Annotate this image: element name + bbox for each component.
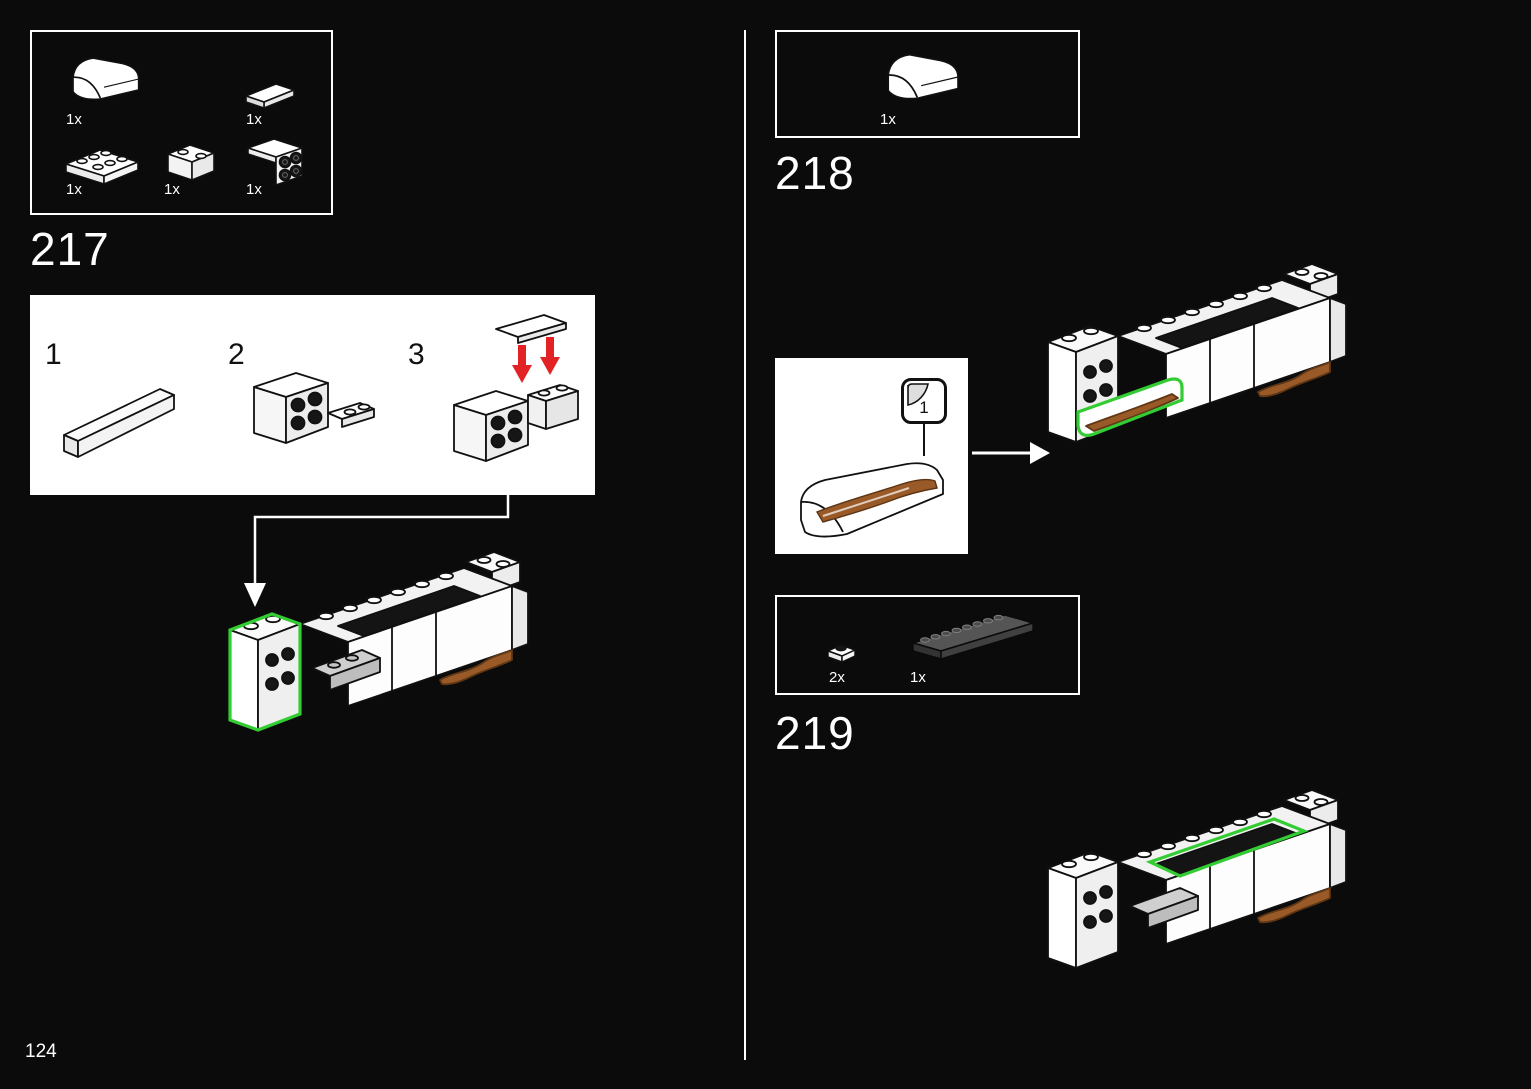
red-arrow-icon [512,337,560,383]
part-count: 1x [246,111,262,128]
arrow-down-icon [244,583,266,607]
part-bracket-2x2-illustration [247,138,303,186]
substep-2-illustration [253,372,375,444]
part-count: 1x [246,181,262,198]
column-divider [744,30,746,1060]
assembly-219-illustration [1047,789,1347,969]
part-plate-2x3-illustration [65,149,139,185]
substep-number: 3 [408,338,425,371]
part-tile-1x2-illustration [245,83,295,109]
new-part-highlight [228,612,302,732]
arrow-right-icon [1030,442,1050,464]
part-count: 1x [164,181,180,198]
scale-label: 1 [919,398,929,417]
dirt-print [815,478,938,523]
new-part-highlight [1145,817,1309,878]
step-217-number: 217 [30,223,110,275]
part-plate-1x1-illustration [827,644,856,663]
printed-slope-illustration [800,462,944,538]
assembly-217-illustration [228,551,529,732]
part-brick-1x2-illustration [167,144,215,181]
connector-arrow-217 [244,495,510,607]
substep-number: 1 [45,338,62,371]
substep-3-illustration [453,314,579,462]
parts-box-217: 1x 1x 1x [30,30,333,215]
step-219-number: 219 [775,707,855,759]
substep-number: 2 [228,338,245,371]
part-curved-slope-illustration [72,57,140,101]
arrow-218 [972,442,1050,464]
part-count: 1x [880,111,896,128]
substep-1-illustration [63,388,175,458]
part-plate-1x8-illustration [912,614,1034,660]
parts-box-218: 1x [775,30,1080,138]
part-count: 1x [910,669,926,686]
part-count: 1x [66,181,82,198]
part-count: 2x [829,669,845,686]
scale-1to1-icon: 1 [901,378,947,424]
new-part-highlight [1076,377,1184,437]
subassembly-panel-217: 1 2 3 [30,295,595,495]
page-number: 124 [25,1041,57,1062]
step-218-number: 218 [775,147,855,199]
callout-pointer-line [923,424,925,456]
callout-panel-218: 1 [775,358,968,554]
assembly-218-illustration [1047,263,1347,443]
part-count: 1x [66,111,82,128]
part-curved-slope-illustration [887,53,959,100]
parts-box-219: 2x 1x [775,595,1080,695]
